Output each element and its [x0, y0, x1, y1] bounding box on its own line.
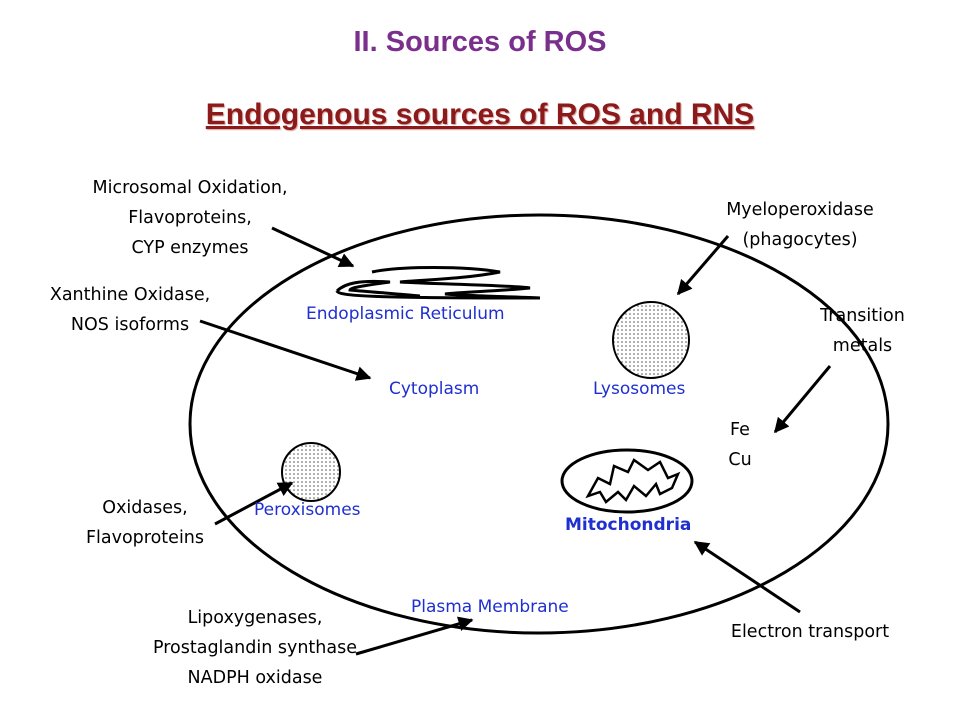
- label-mitochondria: Mitochondria: [565, 515, 692, 535]
- cell-membrane: [188, 213, 890, 635]
- label-plasma-membrane: Plasma Membrane: [411, 597, 569, 617]
- arrow-electron-transport: [693, 540, 801, 614]
- label-oxidases: Oxidases, Flavoproteins: [85, 498, 205, 548]
- label-peroxisomes: Peroxisomes: [254, 500, 361, 520]
- label-lipoxygenases: Lipoxygenases, Prostaglandin synthase NA…: [152, 608, 357, 688]
- mitochondria-cristae: [585, 458, 681, 504]
- lysosome-shape: [612, 301, 690, 379]
- mitochondria-outer: [560, 448, 694, 514]
- peroxisome-shape: [281, 442, 341, 502]
- label-xanthine: Xanthine Oxidase, NOS isoforms: [49, 285, 211, 335]
- endoplasmic-reticulum-shape: [335, 266, 541, 300]
- label-microsomal: Microsomal Oxidation, Flavoproteins, CYP…: [92, 178, 288, 258]
- label-endoplasmic-reticulum: Endoplasmic Reticulum: [306, 304, 505, 324]
- arrow-microsomal: [271, 226, 355, 268]
- label-electron-transport: Electron transport: [730, 622, 890, 642]
- label-myeloperoxidase: Myeloperoxidase (phagocytes): [726, 200, 874, 250]
- slide-subtitle: Endogenous sources of ROS and RNS: [205, 98, 755, 131]
- arrow-lipoxygenases: [355, 616, 474, 656]
- slide-title: II. Sources of ROS: [353, 26, 607, 58]
- arrow-oxidases: [214, 481, 294, 526]
- arrow-xanthine: [199, 319, 372, 381]
- label-fe-cu: Fe Cu: [728, 420, 752, 470]
- arrow-transition-metals: [773, 365, 832, 434]
- label-cytoplasm: Cytoplasm: [389, 379, 480, 399]
- arrow-myeloperoxidase: [676, 235, 730, 296]
- label-transition-metals: Transition metals: [820, 306, 905, 356]
- label-lysosomes: Lysosomes: [593, 379, 686, 399]
